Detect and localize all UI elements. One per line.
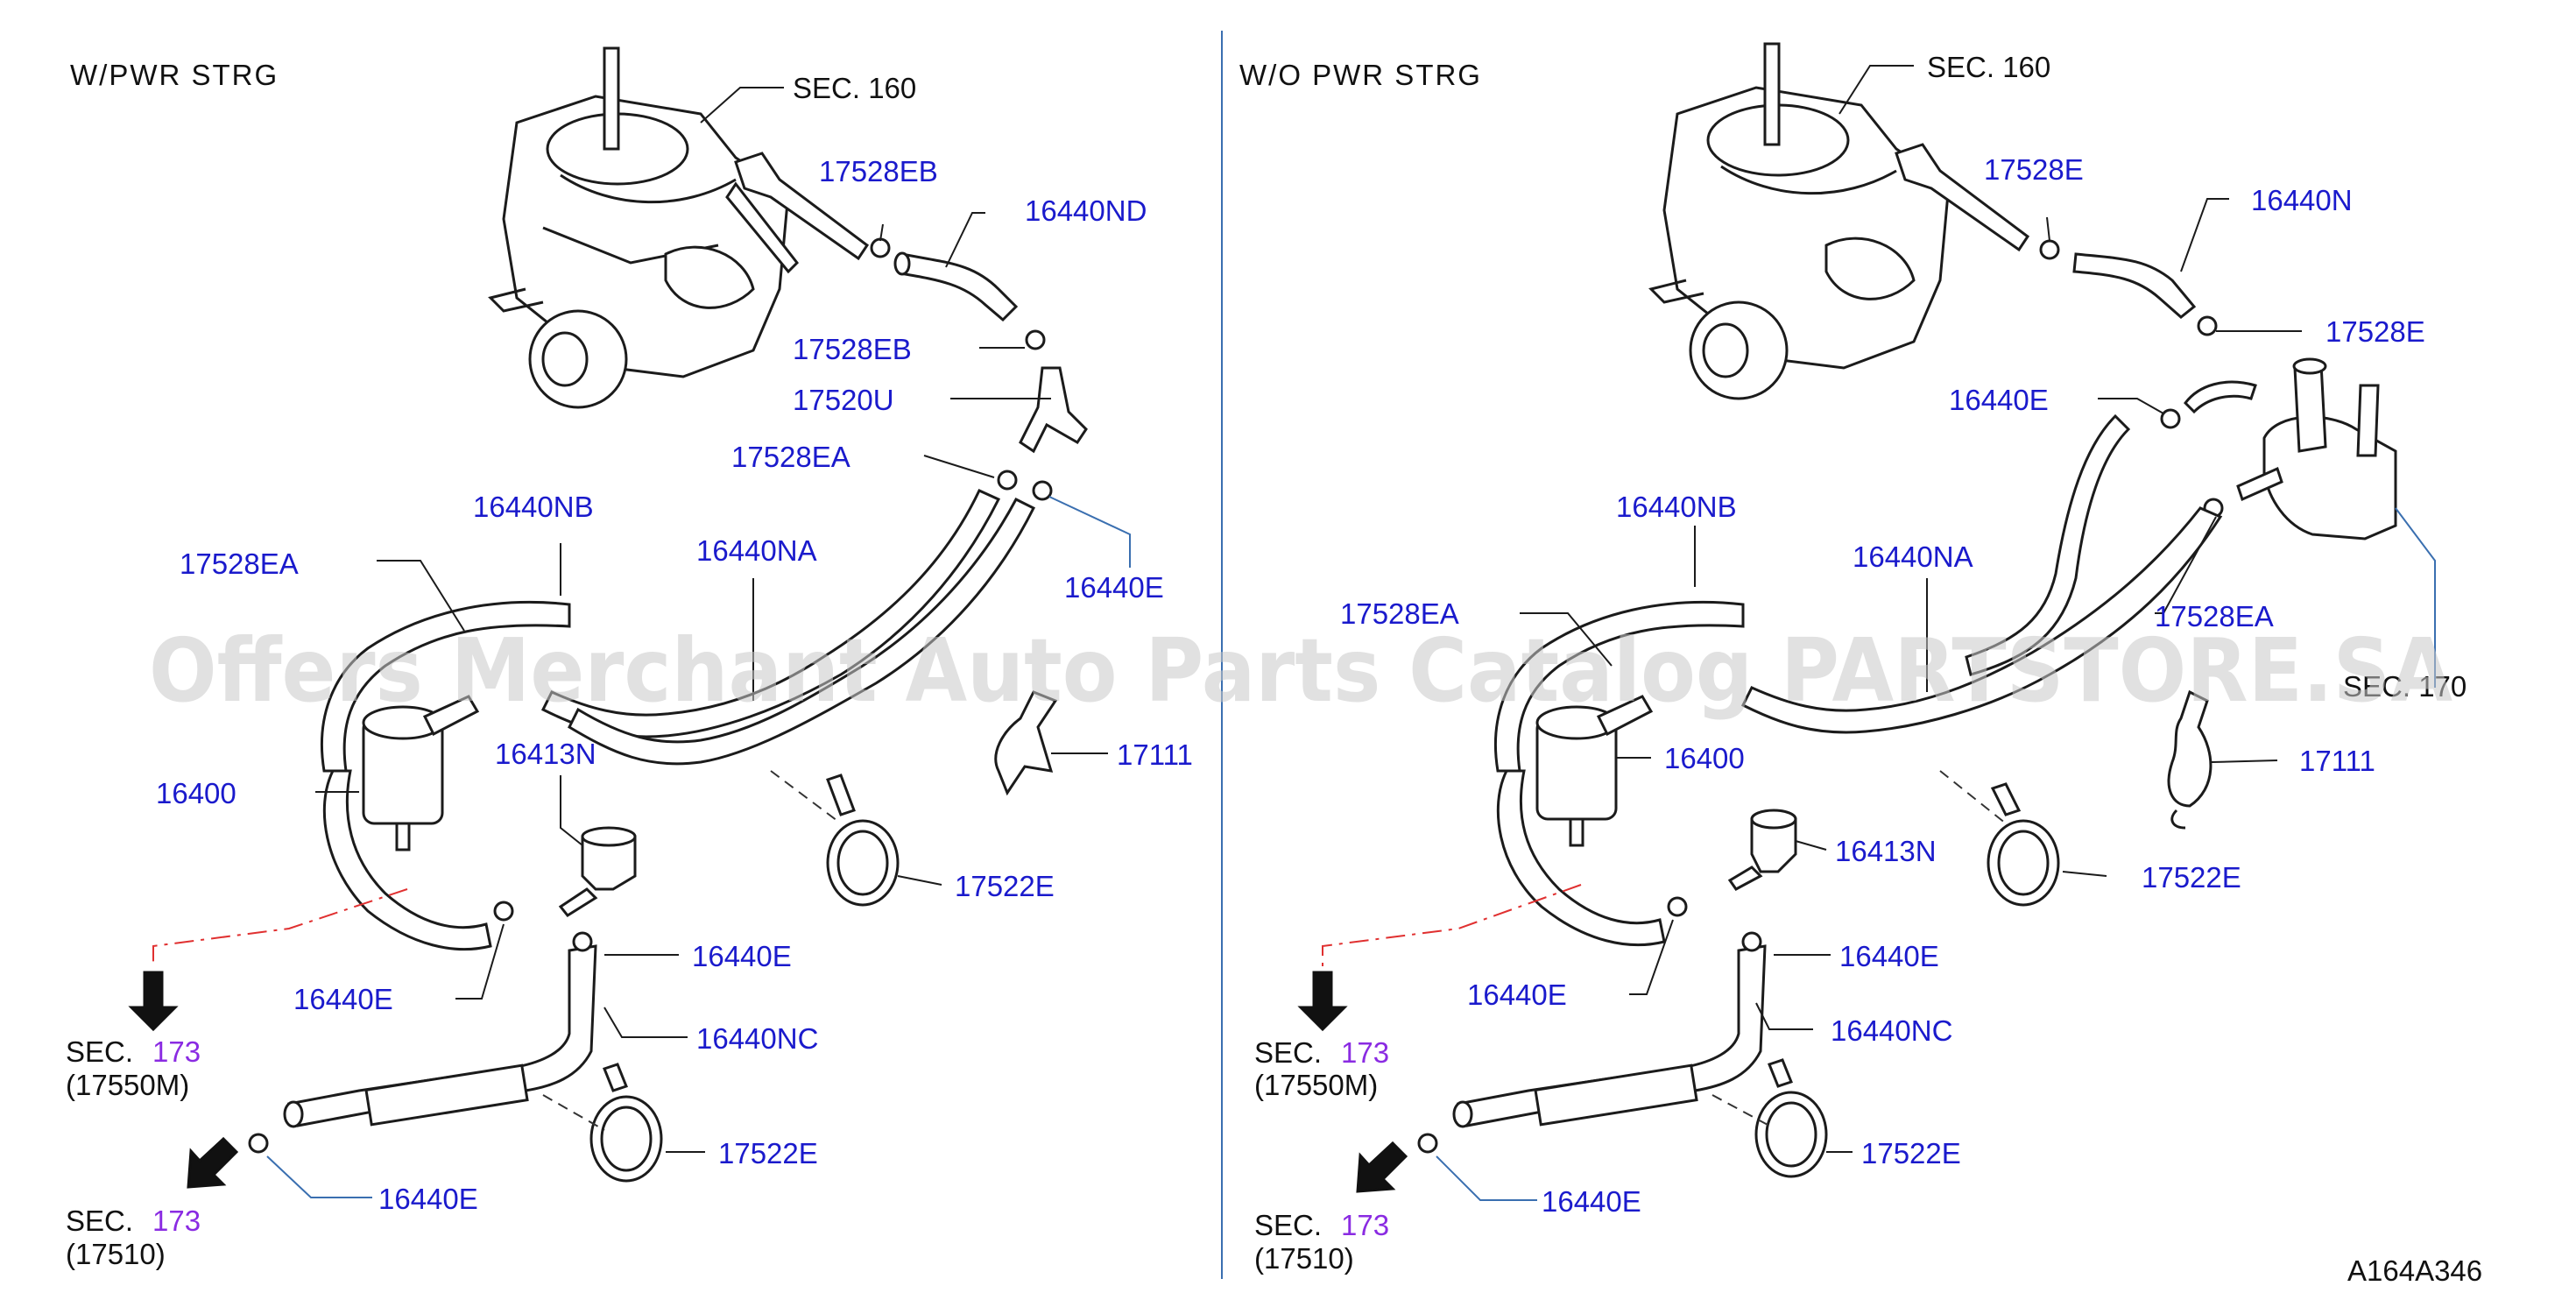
arrow-down-left [128,971,179,1032]
left-artwork [128,46,1088,1189]
part-label-17111-left[interactable]: 17111 [1117,738,1193,771]
part-label-17528EA-mid-right[interactable]: 17528EA [1340,597,1459,630]
part-label-17528EB-a-left[interactable]: 17528EB [819,155,938,187]
part-label-16440E-mid-right[interactable]: 16440E [1839,940,1939,972]
right-sec173-return-label[interactable]: SEC.173 [1254,1209,1389,1241]
hose-16440NA-left [540,489,1001,738]
right-artwork [1297,42,2397,1193]
part-label-16440N-right[interactable]: 16440N [2251,184,2353,216]
part-label-17528EA-top-left[interactable]: 17528EA [731,441,850,473]
part-label-16413N-left[interactable]: 16413N [495,738,596,770]
bracket-17111-left [994,690,1058,796]
part-label-16440NA-left[interactable]: 16440NA [696,534,817,567]
part-label-16440NB-right[interactable]: 16440NB [1616,491,1737,523]
hose-16440NA-right [1740,506,2223,734]
left-panel-title: W/PWR STRG [70,59,279,91]
part-label-16440E-top-left[interactable]: 16440E [1064,571,1164,604]
part-label-16440E-low-right[interactable]: 16440E [1467,979,1567,1011]
part-label-16440NB-left[interactable]: 16440NB [473,491,594,523]
part-label-17111-right[interactable]: 17111 [2299,745,2375,777]
part-label-17528EA-pump-right[interactable]: 17528EA [2155,600,2274,632]
left-labels: W/PWR STRG SEC. 160 17528EB 16440ND 1752… [66,59,1193,1270]
bracket-17111-right [2167,689,2213,808]
part-label-16440E-top-right[interactable]: 16440E [1949,384,2049,416]
clamp-17528E-a-right [2039,239,2060,260]
clamp-17528E-b-right [2197,315,2218,336]
clamp-17528EB-a-left [870,237,891,258]
tube-17520U-left [1019,366,1088,454]
left-sec173-return-code: (17510) [66,1238,166,1270]
left-sec173-return-label[interactable]: SEC.173 [66,1205,201,1237]
part-label-16440NC-right[interactable]: 16440NC [1831,1014,1952,1047]
hose-16440NB-left [568,498,1036,766]
part-label-17528E-b-right[interactable]: 17528E [2325,315,2425,348]
part-label-17522E-a-right[interactable]: 17522E [2142,861,2241,894]
part-label-17520U-left[interactable]: 17520U [793,384,894,416]
part-label-17522E-b-left[interactable]: 17522E [718,1137,818,1169]
right-leaders [1322,65,2436,1201]
right-sec160-label[interactable]: SEC. 160 [1927,51,2050,83]
part-label-16440NC-left[interactable]: 16440NC [696,1022,818,1055]
hose-16440NB-right [1965,413,2131,676]
right-sec170-label[interactable]: SEC. 170 [2343,670,2467,703]
arrow-diag-right [1356,1141,1408,1193]
diagram-code: A164A346 [2347,1254,2482,1287]
part-label-16440E-mid-left[interactable]: 16440E [692,940,792,972]
part-label-16400-left[interactable]: 16400 [156,777,236,809]
watermark: Offers Merchant Auto Parts Catalog PARTS… [149,619,2452,722]
part-label-16400-right[interactable]: 16400 [1664,742,1745,774]
clamp-17528EB-b-left [1025,329,1046,350]
part-label-16440E-bottom-left[interactable]: 16440E [378,1183,478,1215]
part-label-16440ND-left[interactable]: 16440ND [1025,194,1147,227]
arrow-down-right [1297,971,1348,1032]
part-label-17522E-a-left[interactable]: 17522E [955,870,1055,902]
clamp-16440E-d-left [248,1133,269,1154]
hose-return-left [320,600,571,773]
arrow-diag-left [187,1136,239,1189]
right-sec173-fuel-code: (17550M) [1254,1069,1378,1101]
hose-16440N-right [2072,252,2197,319]
hose-return-right [1493,600,1745,773]
clamp-16440E-a-left [1032,480,1053,501]
clamp-16440E-c-left [572,931,593,952]
right-sec173-return-code: (17510) [1254,1242,1354,1275]
right-sec173-fuel-label[interactable]: SEC.173 [1254,1036,1389,1069]
right-labels: W/O PWR STRG SEC. 160 17528E 16440N 1752… [1239,51,2482,1287]
left-sec160-label[interactable]: SEC. 160 [793,72,916,104]
part-label-17528E-a-right[interactable]: 17528E [1984,153,2084,186]
part-label-16413N-right[interactable]: 16413N [1835,835,1937,867]
clamp-16440E-b-left [493,901,514,922]
part-label-17522E-b-right[interactable]: 17522E [1861,1137,1961,1169]
right-panel-title: W/O PWR STRG [1239,59,1482,91]
part-label-17528EB-b-left[interactable]: 17528EB [793,333,912,365]
clamp-17528EA-left [997,470,1018,491]
left-sec173-fuel-code: (17550M) [66,1069,189,1101]
left-sec173-fuel-label[interactable]: SEC.173 [66,1035,201,1068]
hose-16440ND-left [899,252,1019,322]
part-label-16440NA-right[interactable]: 16440NA [1853,540,1973,573]
left-leaders [152,87,1131,1198]
breather-pipe-left [603,46,620,151]
part-label-16440E-low-left[interactable]: 16440E [293,983,393,1015]
part-label-16440E-bottom-right[interactable]: 16440E [1542,1185,1641,1218]
part-label-17528EA-mid-left[interactable]: 17528EA [180,548,299,580]
